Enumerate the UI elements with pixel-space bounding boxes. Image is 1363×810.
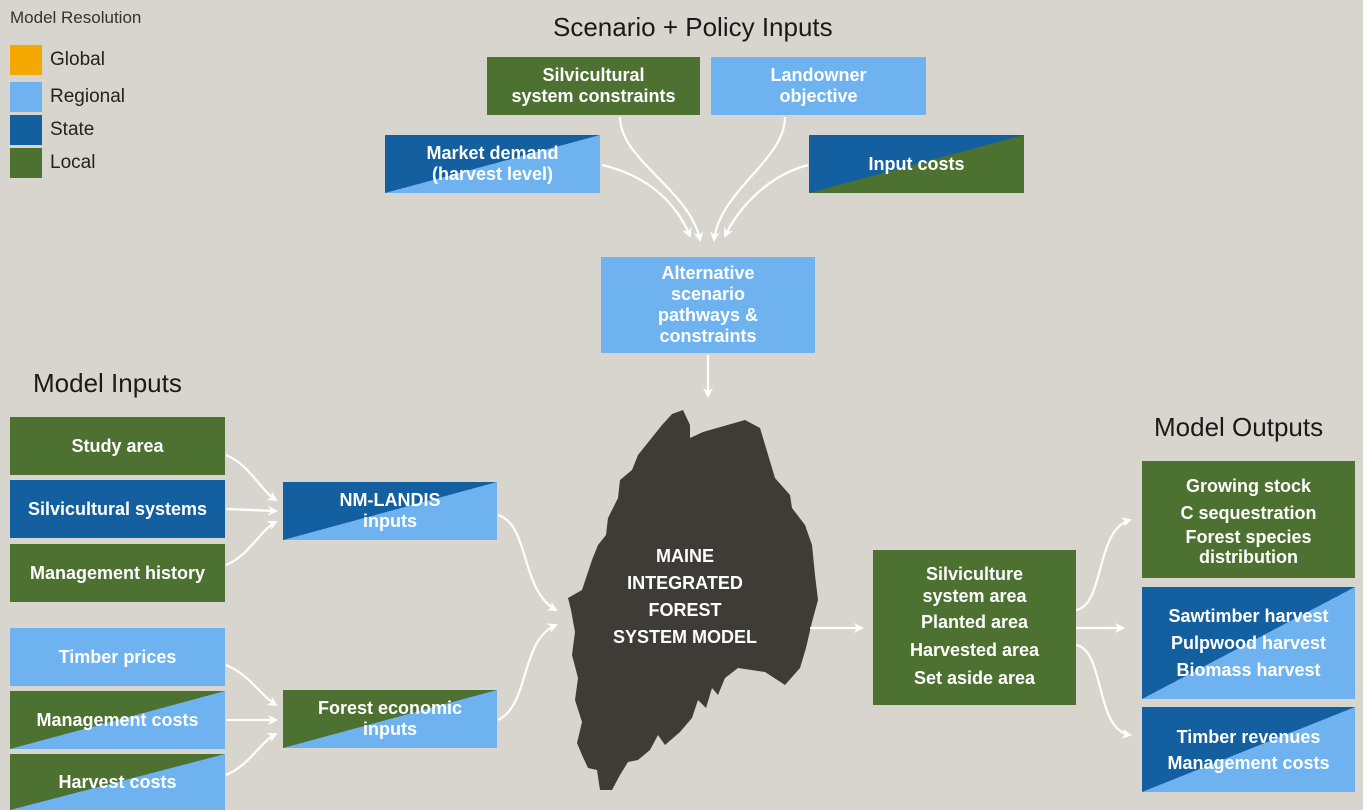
box-line: Study area (71, 435, 164, 456)
box-line: (harvest level) (431, 164, 554, 184)
box-line: Biomass harvest (1176, 659, 1321, 680)
legend-swatch-global (10, 45, 42, 75)
box-line: NM-LANDIS (339, 490, 441, 510)
maine-model-label: MAINE INTEGRATED FOREST SYSTEM MODEL (585, 543, 785, 651)
box-line: Alternative (661, 263, 755, 283)
box-line: pathways & (657, 305, 759, 325)
legend-swatch-state (10, 115, 42, 145)
box-line: Management history (29, 562, 206, 583)
box-line: Pulpwood harvest (1170, 632, 1327, 653)
box-line: scenario (670, 284, 746, 304)
box-line: Silviculture (925, 563, 1024, 584)
box-line: Silvicultural systems (27, 498, 208, 519)
box-line: distribution (1199, 546, 1298, 567)
box-line: system constraints (511, 86, 676, 106)
legend-item-state: State (10, 115, 94, 145)
box-line: inputs (363, 719, 417, 739)
box-alternative-scenario: Alternative scenario pathways & constrai… (601, 257, 815, 353)
box-line: Management costs (36, 709, 199, 730)
box-harvest-outputs: Sawtimber harvest Pulpwood harvest Bioma… (1142, 587, 1355, 699)
legend-label-global: Global (50, 49, 105, 70)
legend-item-regional: Regional (10, 82, 125, 112)
section-title-inputs: Model Inputs (33, 368, 182, 398)
box-line: system area (922, 585, 1027, 606)
box-line: Timber prices (58, 646, 177, 667)
box-line: Forest economic (317, 698, 463, 718)
model-label-line: SYSTEM MODEL (612, 627, 757, 647)
model-label-line: MAINE (656, 546, 714, 566)
box-timber-prices: Timber prices (10, 628, 225, 686)
maine-map-shape (568, 410, 818, 790)
box-nm-landis-inputs: NM-LANDIS inputs (283, 482, 497, 540)
legend-swatch-regional (10, 82, 42, 112)
box-line: constraints (659, 326, 757, 346)
model-label-line: INTEGRATED (627, 573, 743, 593)
legend-label-regional: Regional (50, 86, 125, 107)
legend-label-state: State (50, 119, 95, 140)
box-line: inputs (363, 511, 417, 531)
box-line: C sequestration (1180, 502, 1317, 523)
legend-item-global: Global (10, 45, 105, 75)
box-line: Silvicultural (542, 65, 645, 85)
box-line: Landowner (770, 65, 867, 85)
box-management-history: Management history (10, 544, 225, 602)
section-title-outputs: Model Outputs (1154, 412, 1324, 442)
model-label-line: FOREST (648, 600, 722, 620)
legend-swatch-local (10, 148, 42, 178)
legend-label-local: Local (50, 152, 96, 173)
box-market-demand: Market demand (harvest level) (385, 135, 600, 193)
box-line: Set aside area (913, 667, 1036, 688)
box-line: Harvest costs (58, 771, 177, 792)
box-forest-economic-inputs: Forest economic inputs (283, 690, 497, 748)
box-ecological-outputs: Growing stock C sequestration Forest spe… (1142, 461, 1355, 578)
box-economic-outputs: Timber revenues Management costs (1142, 707, 1355, 792)
box-study-area: Study area (10, 417, 225, 475)
box-silviculture-results: Silviculture system area Planted area Ha… (873, 550, 1076, 705)
box-line: Sawtimber harvest (1168, 605, 1329, 626)
box-line: Planted area (920, 611, 1029, 632)
section-title-scenario: Scenario + Policy Inputs (553, 12, 833, 42)
box-line: Timber revenues (1176, 726, 1321, 747)
box-line: Harvested area (909, 639, 1040, 660)
box-line: Input costs (868, 153, 965, 174)
box-silvicultural-systems: Silvicultural systems (10, 480, 225, 538)
box-line: objective (779, 86, 858, 106)
box-line: Management costs (1167, 752, 1330, 773)
box-line: Forest species (1185, 526, 1312, 547)
box-landowner-objective: Landowner objective (711, 57, 926, 115)
box-input-costs: Input costs (809, 135, 1024, 193)
box-line: Growing stock (1185, 475, 1311, 496)
legend-title: Model Resolution (10, 8, 142, 27)
box-silvicultural-system-constraints: Silvicultural system constraints (487, 57, 700, 115)
box-management-costs: Management costs (10, 691, 225, 749)
box-harvest-costs: Harvest costs (10, 754, 225, 810)
legend-item-local: Local (10, 148, 95, 178)
box-line: Market demand (426, 143, 559, 163)
